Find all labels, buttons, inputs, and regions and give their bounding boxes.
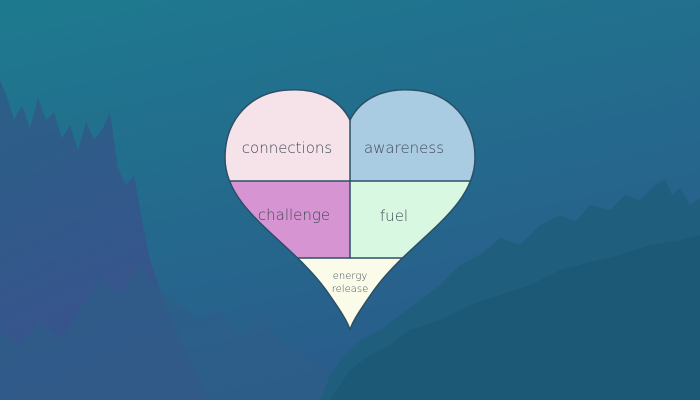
segment-awareness xyxy=(350,89,475,181)
label-awareness: awareness xyxy=(364,139,444,157)
label-energy-release-line1: energy xyxy=(333,271,368,282)
mountain-right-front xyxy=(330,235,700,400)
segment-fuel xyxy=(350,181,475,258)
segment-connections xyxy=(225,89,350,181)
heart-outline xyxy=(224,88,476,331)
label-energy-release-line2: release xyxy=(332,284,368,295)
label-challenge: challenge xyxy=(258,206,330,224)
mountain-left-front xyxy=(0,265,350,400)
label-fuel: fuel xyxy=(380,207,408,225)
label-connections: connections xyxy=(242,139,332,157)
